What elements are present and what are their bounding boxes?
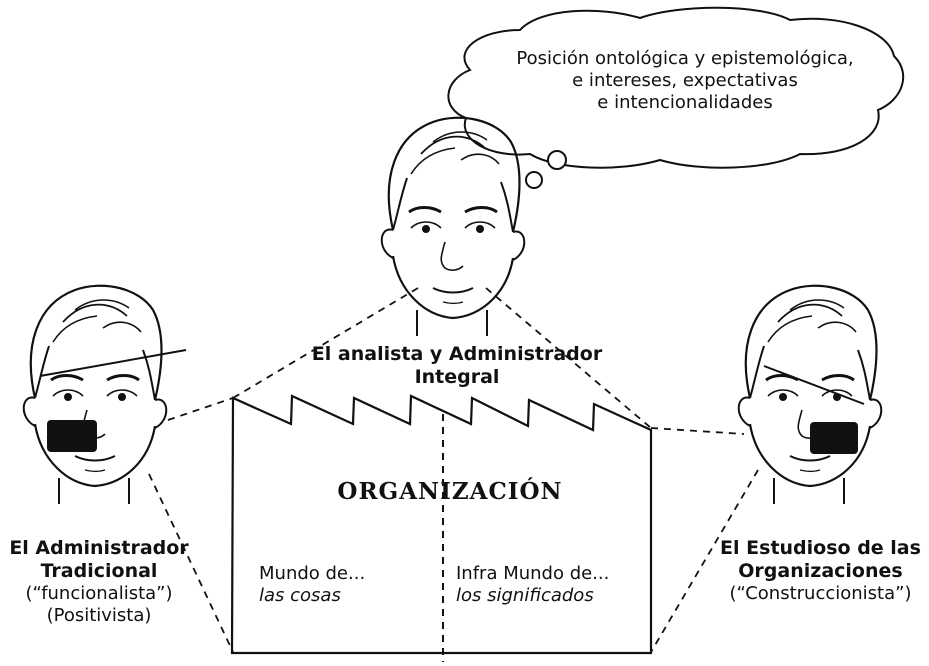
left-sub-line1: (“funcionalista”) <box>25 583 173 605</box>
sight-lines <box>148 287 759 653</box>
right-title-line2: Organizaciones <box>738 560 903 583</box>
thought-line-2: e intereses, expectativas <box>572 69 798 91</box>
left-world-label: Mundo de... las cosas <box>259 563 365 607</box>
left-sub-line2: (Positivista) <box>46 605 152 627</box>
right-sub-line1: (“Construccionista”) <box>729 583 912 605</box>
left-title-line1: El Administrador <box>9 537 189 559</box>
left-world-line1: Mundo de... <box>259 563 366 584</box>
organization-box <box>230 394 653 662</box>
thought-line-3: e intencionalidades <box>597 91 773 113</box>
left-world-line2: las cosas <box>259 584 341 606</box>
center-person-label: El analista y Administrador Integral <box>292 343 622 389</box>
left-title-line2: Tradicional <box>40 560 158 583</box>
right-eye-patch-icon <box>763 365 865 454</box>
organization-title: ORGANIZACIÓN <box>337 478 563 505</box>
right-person-label: El Estudioso de las Organizaciones (“Con… <box>712 537 929 605</box>
thought-line-1: Posición ontológica y epistemológica, <box>516 48 854 69</box>
left-eye-patch-icon <box>39 349 187 452</box>
left-person-label: El Administrador Tradicional (“funcional… <box>0 537 198 627</box>
thought-bubble-icon <box>447 6 905 189</box>
right-world-label: Infra Mundo de... los significados <box>456 563 609 607</box>
right-title-line1: El Estudioso de las <box>720 537 921 559</box>
center-title-line1: El analista y Administrador <box>311 343 603 365</box>
right-world-line1: Infra Mundo de... <box>456 563 610 584</box>
right-world-line2: los significados <box>456 584 594 606</box>
left-face-icon <box>22 284 168 506</box>
center-title-line2: Integral <box>414 366 500 389</box>
right-face-icon <box>737 284 883 506</box>
thought-text: Posición ontológica y epistemológica, e … <box>480 48 890 114</box>
